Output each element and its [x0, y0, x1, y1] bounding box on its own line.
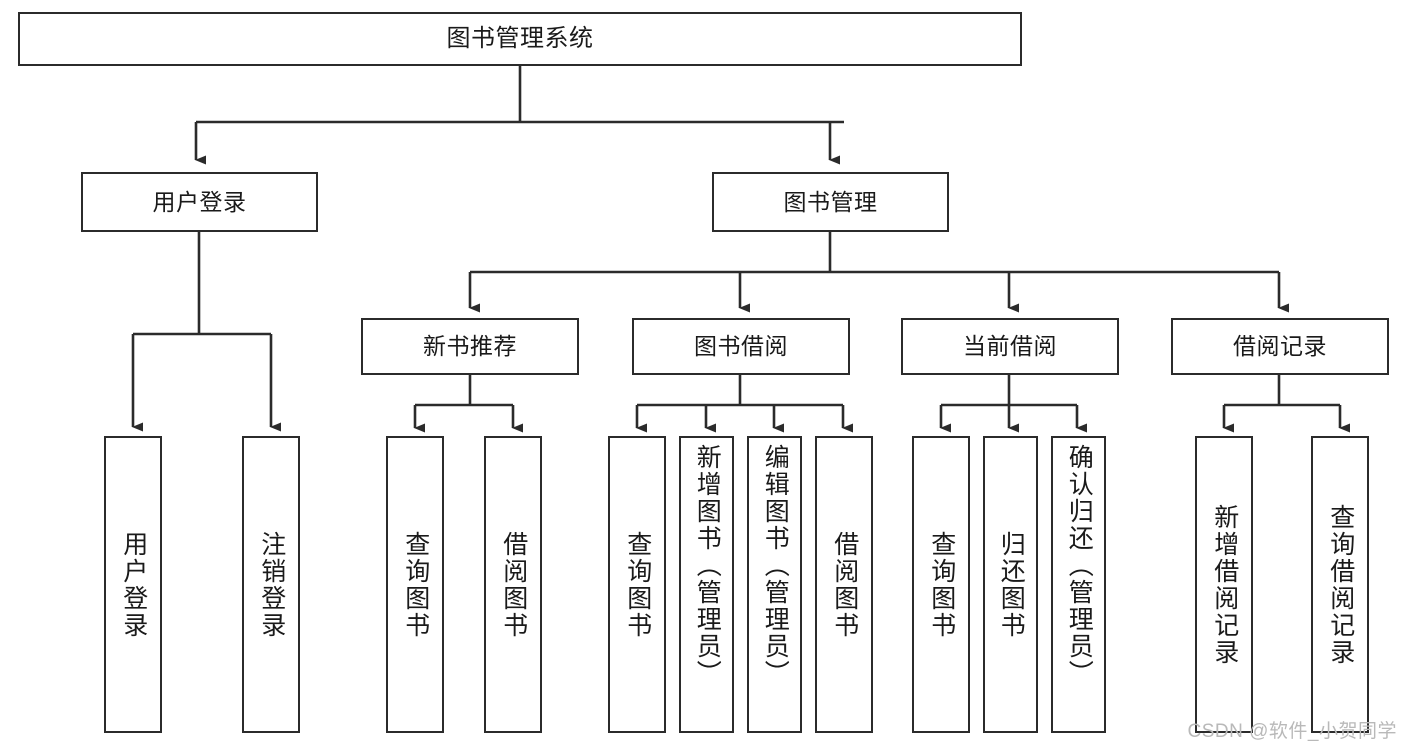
leaf-borrow-add-book[interactable]: 新增图书（管理员）: [679, 436, 734, 733]
node-user-login[interactable]: 用户登录: [81, 172, 318, 232]
leaf-record-query-label: 查询借阅记录: [1326, 503, 1355, 666]
leaf-record-add[interactable]: 新增借阅记录: [1195, 436, 1253, 733]
leaf-current-confirm-return[interactable]: 确认归还（管理员）: [1051, 436, 1106, 733]
node-new-book-recommend[interactable]: 新书推荐: [361, 318, 579, 375]
node-current-borrow-label: 当前借阅: [963, 333, 1057, 360]
node-book-borrow-label: 图书借阅: [694, 333, 788, 360]
leaf-user-login-signout-label: 注销登录: [257, 530, 286, 639]
node-book-management-label: 图书管理: [783, 188, 878, 215]
leaf-borrow-query-book-label: 查询图书: [623, 530, 652, 639]
node-borrow-record[interactable]: 借阅记录: [1171, 318, 1389, 375]
node-current-borrow[interactable]: 当前借阅: [901, 318, 1119, 375]
node-new-book-recommend-label: 新书推荐: [423, 333, 517, 360]
leaf-record-query[interactable]: 查询借阅记录: [1311, 436, 1369, 733]
leaf-current-confirm-return-label: 确认归还（管理员）: [1065, 444, 1094, 687]
leaf-current-return-book[interactable]: 归还图书: [983, 436, 1038, 733]
leaf-current-query-book-label: 查询图书: [927, 530, 956, 639]
leaf-new-book-borrow[interactable]: 借阅图书: [484, 436, 542, 733]
leaf-borrow-add-book-label: 新增图书（管理员）: [693, 444, 722, 687]
leaf-new-book-query-label: 查询图书: [401, 530, 430, 639]
leaf-current-return-book-label: 归还图书: [997, 530, 1026, 639]
leaf-borrow-edit-book[interactable]: 编辑图书（管理员）: [747, 436, 802, 733]
leaf-new-book-query[interactable]: 查询图书: [386, 436, 444, 733]
node-root-book-management-system[interactable]: 图书管理系统: [18, 12, 1022, 66]
leaf-borrow-query-book[interactable]: 查询图书: [608, 436, 666, 733]
leaf-current-query-book[interactable]: 查询图书: [912, 436, 970, 733]
leaf-new-book-borrow-label: 借阅图书: [499, 530, 528, 639]
leaf-borrow-borrow-book[interactable]: 借阅图书: [815, 436, 873, 733]
node-book-borrow[interactable]: 图书借阅: [632, 318, 850, 375]
leaf-user-login-signin-label: 用户登录: [119, 530, 148, 639]
leaf-user-login-signin[interactable]: 用户登录: [104, 436, 162, 733]
leaf-user-login-signout[interactable]: 注销登录: [242, 436, 300, 733]
leaf-borrow-borrow-book-label: 借阅图书: [830, 530, 859, 639]
node-book-management[interactable]: 图书管理: [712, 172, 949, 232]
watermark-text: CSDN @软件_小贺同学: [1187, 721, 1397, 742]
node-borrow-record-label: 借阅记录: [1233, 333, 1327, 360]
node-root-label: 图书管理系统: [446, 25, 594, 53]
leaf-record-add-label: 新增借阅记录: [1210, 503, 1239, 666]
leaf-borrow-edit-book-label: 编辑图书（管理员）: [761, 444, 790, 687]
node-user-login-label: 用户登录: [152, 188, 247, 215]
